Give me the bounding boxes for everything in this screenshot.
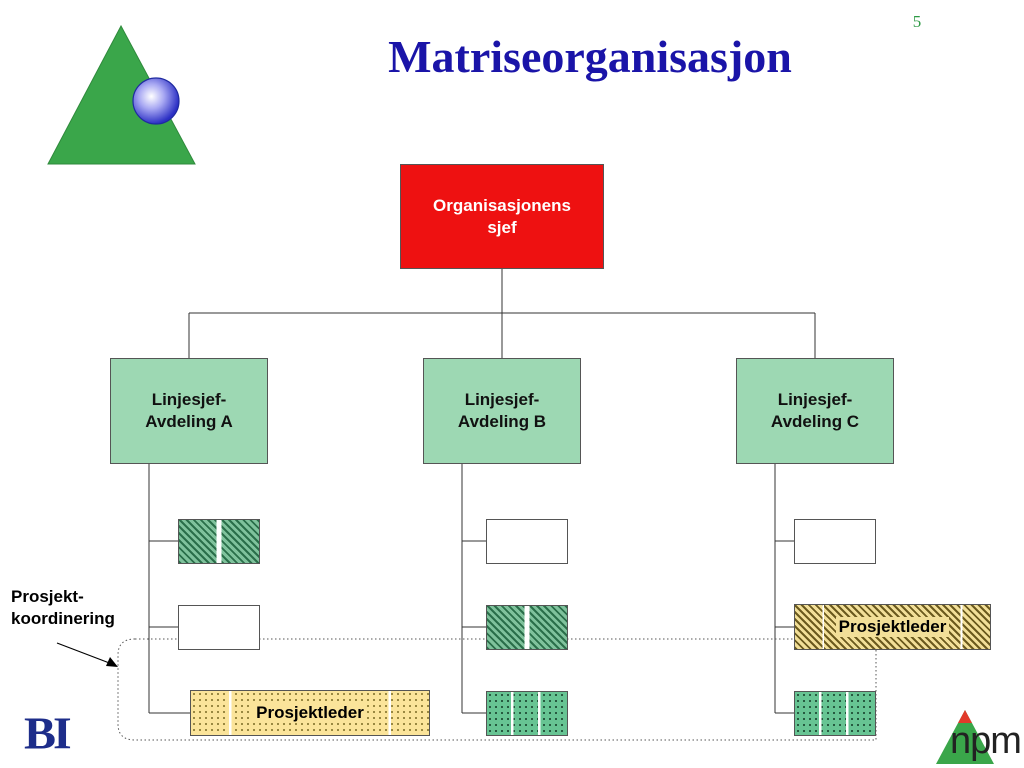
project-leader-box-a: Prosjektleder bbox=[190, 690, 430, 736]
project-leader-label-a: Prosjektleder bbox=[253, 703, 367, 723]
ceo-label-line2: sjef bbox=[487, 217, 517, 237]
project-leader-label-c: Prosjektleder bbox=[835, 617, 950, 637]
department-a-line2: Avdeling A bbox=[145, 412, 233, 431]
resource-b2 bbox=[486, 605, 568, 650]
department-c-line1: Linjesjef- bbox=[777, 389, 853, 409]
resource-c3 bbox=[794, 691, 876, 736]
department-c-line2: Avdeling C bbox=[770, 412, 860, 431]
coordination-arrow bbox=[56, 642, 118, 667]
slide-number: 5 bbox=[912, 12, 922, 31]
resource-b1 bbox=[486, 519, 568, 564]
project-leader-box-c: Prosjektleder bbox=[794, 604, 991, 650]
department-box-b: Linjesjef- Avdeling B bbox=[423, 358, 581, 464]
resource-b3 bbox=[486, 691, 568, 736]
ceo-box: Organisasjonens sjef bbox=[400, 164, 604, 269]
bi-logo: BI bbox=[24, 708, 72, 759]
npm-logo-triangle bbox=[936, 710, 994, 764]
resource-a2 bbox=[178, 605, 260, 650]
department-b-line1: Linjesjef- bbox=[464, 389, 540, 409]
coordination-label-line2: koordinering bbox=[11, 609, 115, 629]
department-b-line2: Avdeling B bbox=[457, 412, 547, 431]
resource-a1 bbox=[178, 519, 260, 564]
coordination-label: Prosjekt- koordinering bbox=[11, 586, 115, 630]
coordination-label-line1: Prosjekt- bbox=[11, 587, 84, 606]
npm-logo-text: npm bbox=[950, 720, 1022, 762]
triangle-logo bbox=[47, 24, 196, 165]
department-box-c: Linjesjef- Avdeling C bbox=[736, 358, 894, 464]
department-box-a: Linjesjef- Avdeling A bbox=[110, 358, 268, 464]
department-a-line1: Linjesjef- bbox=[151, 389, 227, 409]
ceo-label-line1: Organisasjonens bbox=[433, 196, 571, 216]
slide-title: Matriseorganisasjon bbox=[388, 31, 792, 82]
resource-c1 bbox=[794, 519, 876, 564]
